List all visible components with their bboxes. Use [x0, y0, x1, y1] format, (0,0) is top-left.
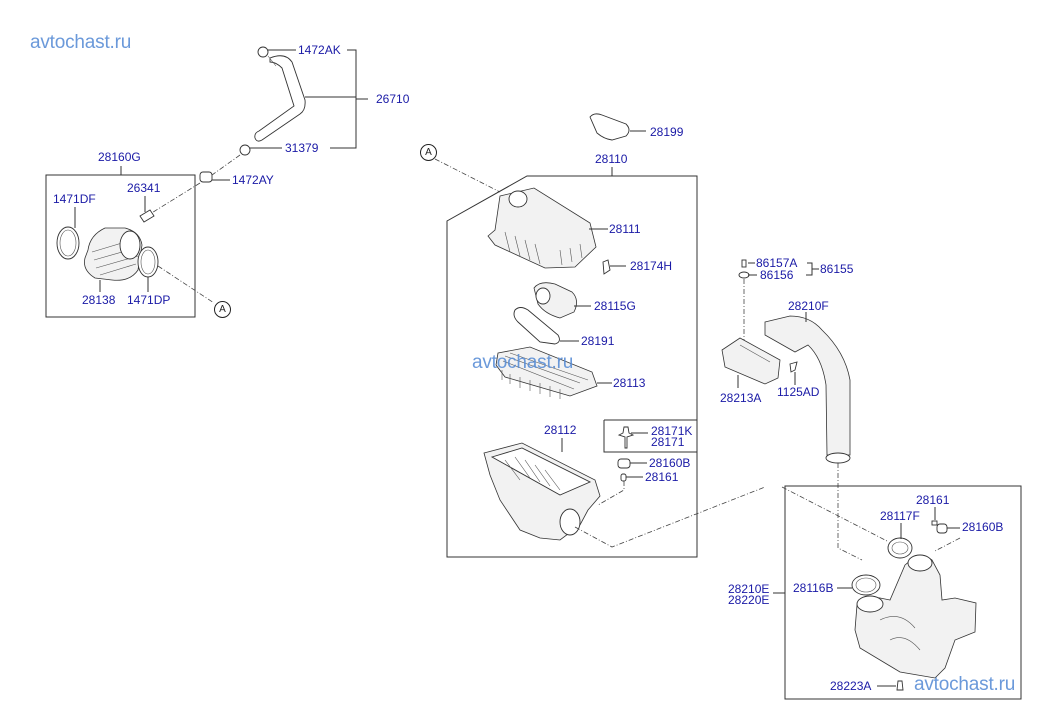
duct-28210F[interactable] [764, 315, 851, 456]
part-label-28213A[interactable]: 28213A [720, 391, 762, 405]
clip-1472AY[interactable] [199, 171, 213, 183]
bolt-28171[interactable] [617, 426, 635, 449]
duct-28191[interactable] [513, 307, 560, 345]
part-label-31379[interactable]: 31379 [285, 141, 319, 155]
air-duct-group [721, 259, 863, 561]
breather-hose[interactable] [254, 55, 306, 142]
lower-duct-28210E[interactable] [854, 556, 977, 679]
part-label-28115G[interactable]: 28115G [594, 299, 636, 313]
collar-28161-b[interactable] [931, 520, 938, 526]
bolt-1125AD[interactable] [789, 361, 798, 373]
screw-86157A[interactable] [741, 259, 747, 268]
part-label-1472AY[interactable]: 1472AY [232, 173, 274, 187]
air-cleaner-group [434, 113, 766, 558]
part-label-28210E[interactable]: 28210E [728, 582, 770, 596]
cover-28111[interactable] [487, 187, 597, 269]
part-label-28171[interactable]: 28171 [651, 435, 685, 449]
part-label-26710[interactable]: 26710 [376, 92, 410, 106]
part-label-28111[interactable]: 28111 [609, 222, 641, 236]
part-label-28113[interactable]: 28113 [613, 376, 646, 390]
part-label-86155[interactable]: 86155 [820, 262, 854, 276]
part-label-28160B-upper[interactable]: 28160B [649, 456, 691, 470]
part-label-86157A[interactable]: 86157A [756, 256, 798, 270]
part-label-1472AK[interactable]: 1472AK [298, 43, 341, 57]
lower-intake-group [773, 485, 1022, 700]
label-plate-28199[interactable] [589, 113, 630, 141]
part-label-28112[interactable]: 28112 [544, 423, 577, 437]
part-label-28191[interactable]: 28191 [581, 334, 615, 348]
hose-clamp-31379[interactable] [239, 144, 251, 156]
washer-86156[interactable] [738, 271, 750, 279]
grommet-28160B-b[interactable] [936, 523, 948, 534]
ref-marker-a-left[interactable]: A [214, 301, 231, 318]
part-label-1125AD[interactable]: 1125AD [777, 385, 820, 399]
seal-28117F[interactable] [887, 537, 913, 559]
intake-hose-group [45, 166, 215, 318]
part-label-28160B-lower[interactable]: 28160B [962, 520, 1004, 534]
part-label-28220E[interactable]: 28220E [728, 593, 770, 607]
clamp-1471DF[interactable] [56, 226, 80, 260]
bracket-28213A[interactable] [721, 337, 781, 385]
part-label-28116B[interactable]: 28116B [793, 581, 834, 595]
ref-marker-a-top[interactable]: A [420, 144, 437, 161]
part-label-28174H[interactable]: 28174H [630, 259, 673, 273]
part-label-1471DP[interactable]: 1471DP [127, 293, 171, 307]
part-label-28210F[interactable]: 28210F [788, 299, 829, 313]
clip-28174H[interactable] [602, 259, 611, 275]
nipple-26341[interactable] [139, 209, 155, 223]
part-label-28160G[interactable]: 28160G [98, 150, 141, 164]
part-label-28161-upper[interactable]: 28161 [645, 470, 679, 484]
part-label-28171K[interactable]: 28171K [651, 424, 693, 438]
part-label-28223A[interactable]: 28223A [830, 679, 872, 693]
part-label-26341[interactable]: 26341 [127, 181, 161, 195]
part-label-28117F[interactable]: 28117F [880, 509, 920, 523]
part-label-86156[interactable]: 86156 [760, 268, 794, 282]
pin-28223A[interactable] [896, 680, 904, 691]
part-label-28138[interactable]: 28138 [82, 293, 116, 307]
grommet-28160B-a[interactable] [617, 458, 631, 469]
hose-clamp-1472AK[interactable] [257, 46, 269, 58]
part-label-1471DF[interactable]: 1471DF [53, 192, 96, 206]
collar-28161-a[interactable] [620, 473, 627, 482]
part-label-28161-lower[interactable]: 28161 [916, 493, 950, 507]
filter-element-28113[interactable] [495, 346, 598, 397]
breather-hose-group [149, 46, 368, 215]
part-label-28110[interactable]: 28110 [595, 152, 628, 166]
part-label-28199[interactable]: 28199 [650, 125, 684, 139]
